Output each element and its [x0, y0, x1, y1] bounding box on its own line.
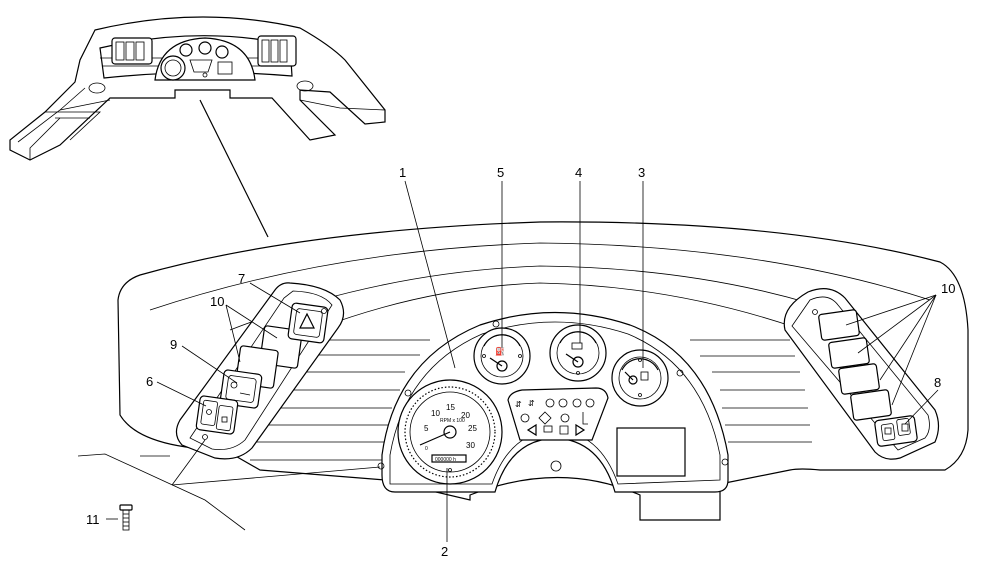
callout-2: 2 — [441, 544, 448, 559]
hazard-switch[interactable] — [287, 302, 329, 344]
fuel-pump-icon — [640, 371, 649, 381]
info-display — [616, 427, 686, 477]
hazard-triangle-icon — [299, 312, 315, 329]
headlight-icon — [559, 425, 569, 435]
right-switch-pod — [783, 288, 940, 460]
brake-pressure-icon — [558, 398, 568, 408]
trailer-icon — [538, 411, 552, 425]
callout-11: 11 — [86, 512, 100, 527]
rear-wiper-switch[interactable] — [874, 415, 918, 447]
battery-warning-icon — [543, 425, 553, 433]
callout-5: 5 — [497, 165, 504, 180]
fixing-screw — [119, 504, 133, 531]
inset-leader-line — [199, 99, 269, 238]
cluster-centre-screw — [550, 460, 562, 472]
neutral-icon — [520, 413, 530, 423]
tacho-scale-15: 15 — [446, 403, 455, 412]
thermometer-icon — [571, 342, 583, 350]
tachometer: 0 5 10 15 20 25 30 RPM x 100 000000 h — [397, 379, 503, 485]
callout-8: 8 — [934, 375, 941, 390]
fuel-gauge — [611, 349, 669, 407]
oil-warning-icon — [560, 413, 570, 423]
alternator-icon — [572, 398, 582, 408]
svg-text:⛽: ⛽ — [495, 346, 505, 356]
glow-plug-icon — [585, 398, 595, 408]
warning-lamp-panel: ⇵ ⇵ — [507, 387, 609, 441]
lower-console-lines — [77, 453, 246, 531]
tacho-zero-label: 0 — [425, 446, 428, 452]
blank-cover-right-2 — [828, 337, 870, 369]
air-filter-icon — [582, 412, 588, 425]
beacon-icon — [230, 381, 238, 389]
tacho-scale-20: 20 — [461, 411, 470, 420]
tacho-scale-25: 25 — [468, 424, 477, 433]
dashboard-overview-inset — [9, 16, 386, 161]
coolant-temperature-gauge — [549, 324, 607, 382]
left-switch-pod — [175, 282, 345, 460]
callout-10-right: 10 — [941, 281, 955, 296]
right-louvres — [690, 339, 812, 443]
turn-left-icon — [526, 423, 537, 437]
light-mode-icon — [221, 416, 228, 423]
hour-meter: 000000 h — [435, 457, 456, 463]
tacho-scale-30: 30 — [466, 441, 475, 450]
callout-3: 3 — [638, 165, 645, 180]
blank-cover-right-4 — [850, 389, 892, 421]
instrument-cluster[interactable]: ⛽ — [377, 311, 729, 493]
parking-brake-icon — [545, 398, 555, 408]
callout-9: 9 — [170, 337, 177, 352]
blank-cover-right-1 — [818, 309, 860, 341]
callout-6: 6 — [146, 374, 153, 389]
axle-lock-icon: ⇵ — [515, 400, 522, 409]
rear-wiper-icon — [884, 427, 892, 435]
blank-cover-right-3 — [838, 363, 880, 395]
callout-4: 4 — [575, 165, 582, 180]
turn-right-icon — [575, 423, 586, 437]
tacho-unit-label: RPM x 100 — [440, 418, 465, 424]
work-light-switch[interactable] — [195, 395, 239, 435]
tacho-scale-5: 5 — [424, 424, 429, 433]
work-light-icon — [206, 409, 212, 415]
callout-7: 7 — [238, 271, 245, 286]
tacho-scale-10: 10 — [431, 409, 440, 418]
callout-1: 1 — [399, 165, 406, 180]
dashboard-detail: ⛽ — [117, 221, 969, 521]
callout-10-left: 10 — [210, 294, 224, 309]
beacon-switch[interactable] — [219, 369, 263, 409]
diff-lock-icon: ⇵ — [528, 399, 535, 408]
callout-numbers: 1 2 3 4 5 6 7 8 9 10 10 11 — [86, 165, 955, 559]
callout-leaders — [106, 180, 939, 542]
